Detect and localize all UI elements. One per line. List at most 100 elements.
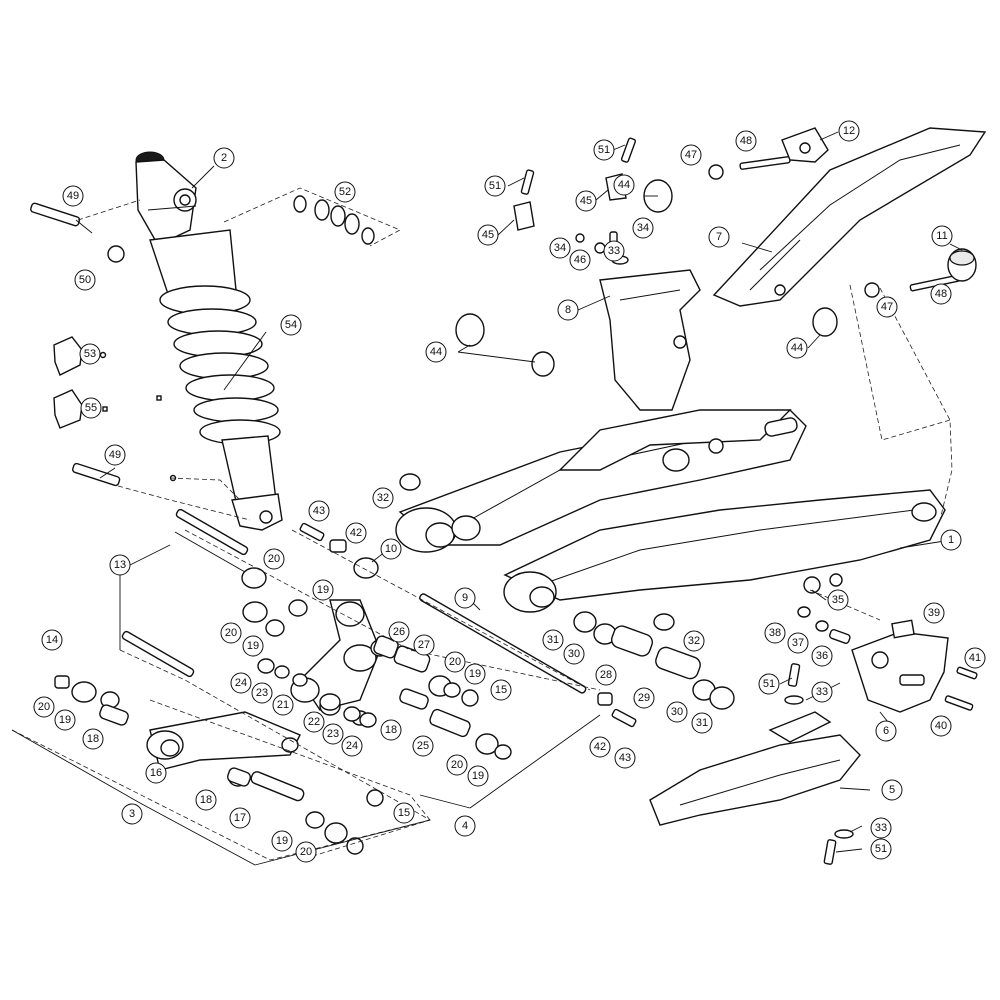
callout-19c: 19 [54,709,76,731]
callout-12: 12 [838,120,860,142]
callout-45a: 45 [477,224,499,246]
callout-54-text: 54 [285,319,297,331]
callout-32b-text: 32 [688,635,700,647]
shock-spring [159,285,281,445]
callout-43b: 43 [614,747,636,769]
callout-11-text: 11 [936,230,947,242]
callout-2-text: 2 [221,152,227,164]
callout-49a: 49 [62,185,84,207]
callout-20f: 20 [295,841,317,863]
callout-27-text: 27 [418,639,430,651]
callout-32b: 32 [683,630,705,652]
callout-31b-text: 31 [696,717,708,729]
callout-44b: 44 [613,174,635,196]
callout-23b-text: 23 [327,728,339,740]
lower-chain-slider [649,711,861,826]
callout-20b-text: 20 [225,627,237,639]
callout-31a: 31 [542,629,564,651]
callout-30b-text: 30 [671,706,683,718]
callout-47a: 47 [680,144,702,166]
callout-15a-text: 15 [495,684,507,696]
callout-13: 13 [109,554,131,576]
callout-49b-text: 49 [109,449,121,461]
callout-48b: 48 [930,283,952,305]
callout-38-text: 38 [769,627,781,639]
callout-28: 28 [595,664,617,686]
callout-24b-text: 24 [346,740,358,752]
chain-guard [712,127,987,307]
callout-51b: 51 [484,175,506,197]
callout-19f-text: 19 [276,835,288,847]
callout-20d: 20 [444,651,466,673]
callout-37: 37 [787,632,809,654]
callout-41: 41 [964,647,986,669]
callout-22: 22 [303,711,325,733]
callout-25: 25 [412,735,434,757]
callout-51c-text: 51 [763,678,775,690]
callout-47a-text: 47 [685,149,697,161]
callout-23b: 23 [322,723,344,745]
callout-3: 3 [121,803,143,825]
callout-40: 40 [930,715,952,737]
linkage-rocker [290,599,390,726]
callout-labels: 1 2 3 4 5 6 7 8 9 10 11 12 13 14 15 15 1… [33,120,986,863]
callout-7-text: 7 [716,231,722,243]
callout-20c-text: 20 [38,701,50,713]
callout-14-text: 14 [46,634,58,646]
swingarm [395,409,946,613]
callout-18b: 18 [380,719,402,741]
callout-53-text: 53 [84,348,96,360]
callout-36-text: 36 [816,650,828,662]
leader-lines [75,131,963,853]
callout-20a: 20 [263,548,285,570]
callout-34b-text: 34 [637,222,649,234]
callout-18a-text: 18 [87,733,99,745]
group-brackets [11,544,601,866]
callout-51b-text: 51 [489,180,501,192]
callout-44c-text: 44 [791,342,803,354]
axles-and-bolts [30,137,978,865]
callout-43a: 43 [308,500,330,522]
callout-5-text: 5 [889,784,895,796]
callout-30a: 30 [563,643,585,665]
callout-18c-text: 18 [200,794,212,806]
callout-31a-text: 31 [547,634,559,646]
callout-6: 6 [875,720,897,742]
callout-34b: 34 [632,217,654,239]
callout-39-text: 39 [928,607,940,619]
callout-13-text: 13 [114,559,126,571]
callout-42b: 42 [589,736,611,758]
callout-44b-text: 44 [618,179,630,191]
callout-32a: 32 [372,487,394,509]
callout-27: 27 [413,634,435,656]
callout-9: 9 [454,587,476,609]
callout-16-text: 16 [150,767,162,779]
callout-19a: 19 [312,579,334,601]
callout-33c: 33 [870,817,892,839]
callout-18a: 18 [82,728,104,750]
callout-42b-text: 42 [594,741,606,753]
callout-23a: 23 [251,682,273,704]
callout-15b-text: 15 [398,807,410,819]
callout-4: 4 [454,815,476,837]
callout-47b: 47 [876,296,898,318]
chain-slider [599,269,701,411]
callout-48a: 48 [735,130,757,152]
callout-24a-text: 24 [235,677,247,689]
callout-52-text: 52 [339,186,351,198]
callout-51d-text: 51 [875,843,887,855]
callout-19a-text: 19 [317,584,329,596]
callout-49a-text: 49 [67,190,79,202]
callout-16: 16 [145,762,167,784]
callout-10-text: 10 [385,543,397,555]
callout-42a-text: 42 [350,527,362,539]
callout-9-text: 9 [462,592,468,604]
callout-5: 5 [881,779,903,801]
callout-26: 26 [388,621,410,643]
callout-54: 54 [280,314,302,336]
callout-28-text: 28 [600,669,612,681]
callout-51a: 51 [593,139,615,161]
callout-14: 14 [41,629,63,651]
callout-48a-text: 48 [740,135,752,147]
